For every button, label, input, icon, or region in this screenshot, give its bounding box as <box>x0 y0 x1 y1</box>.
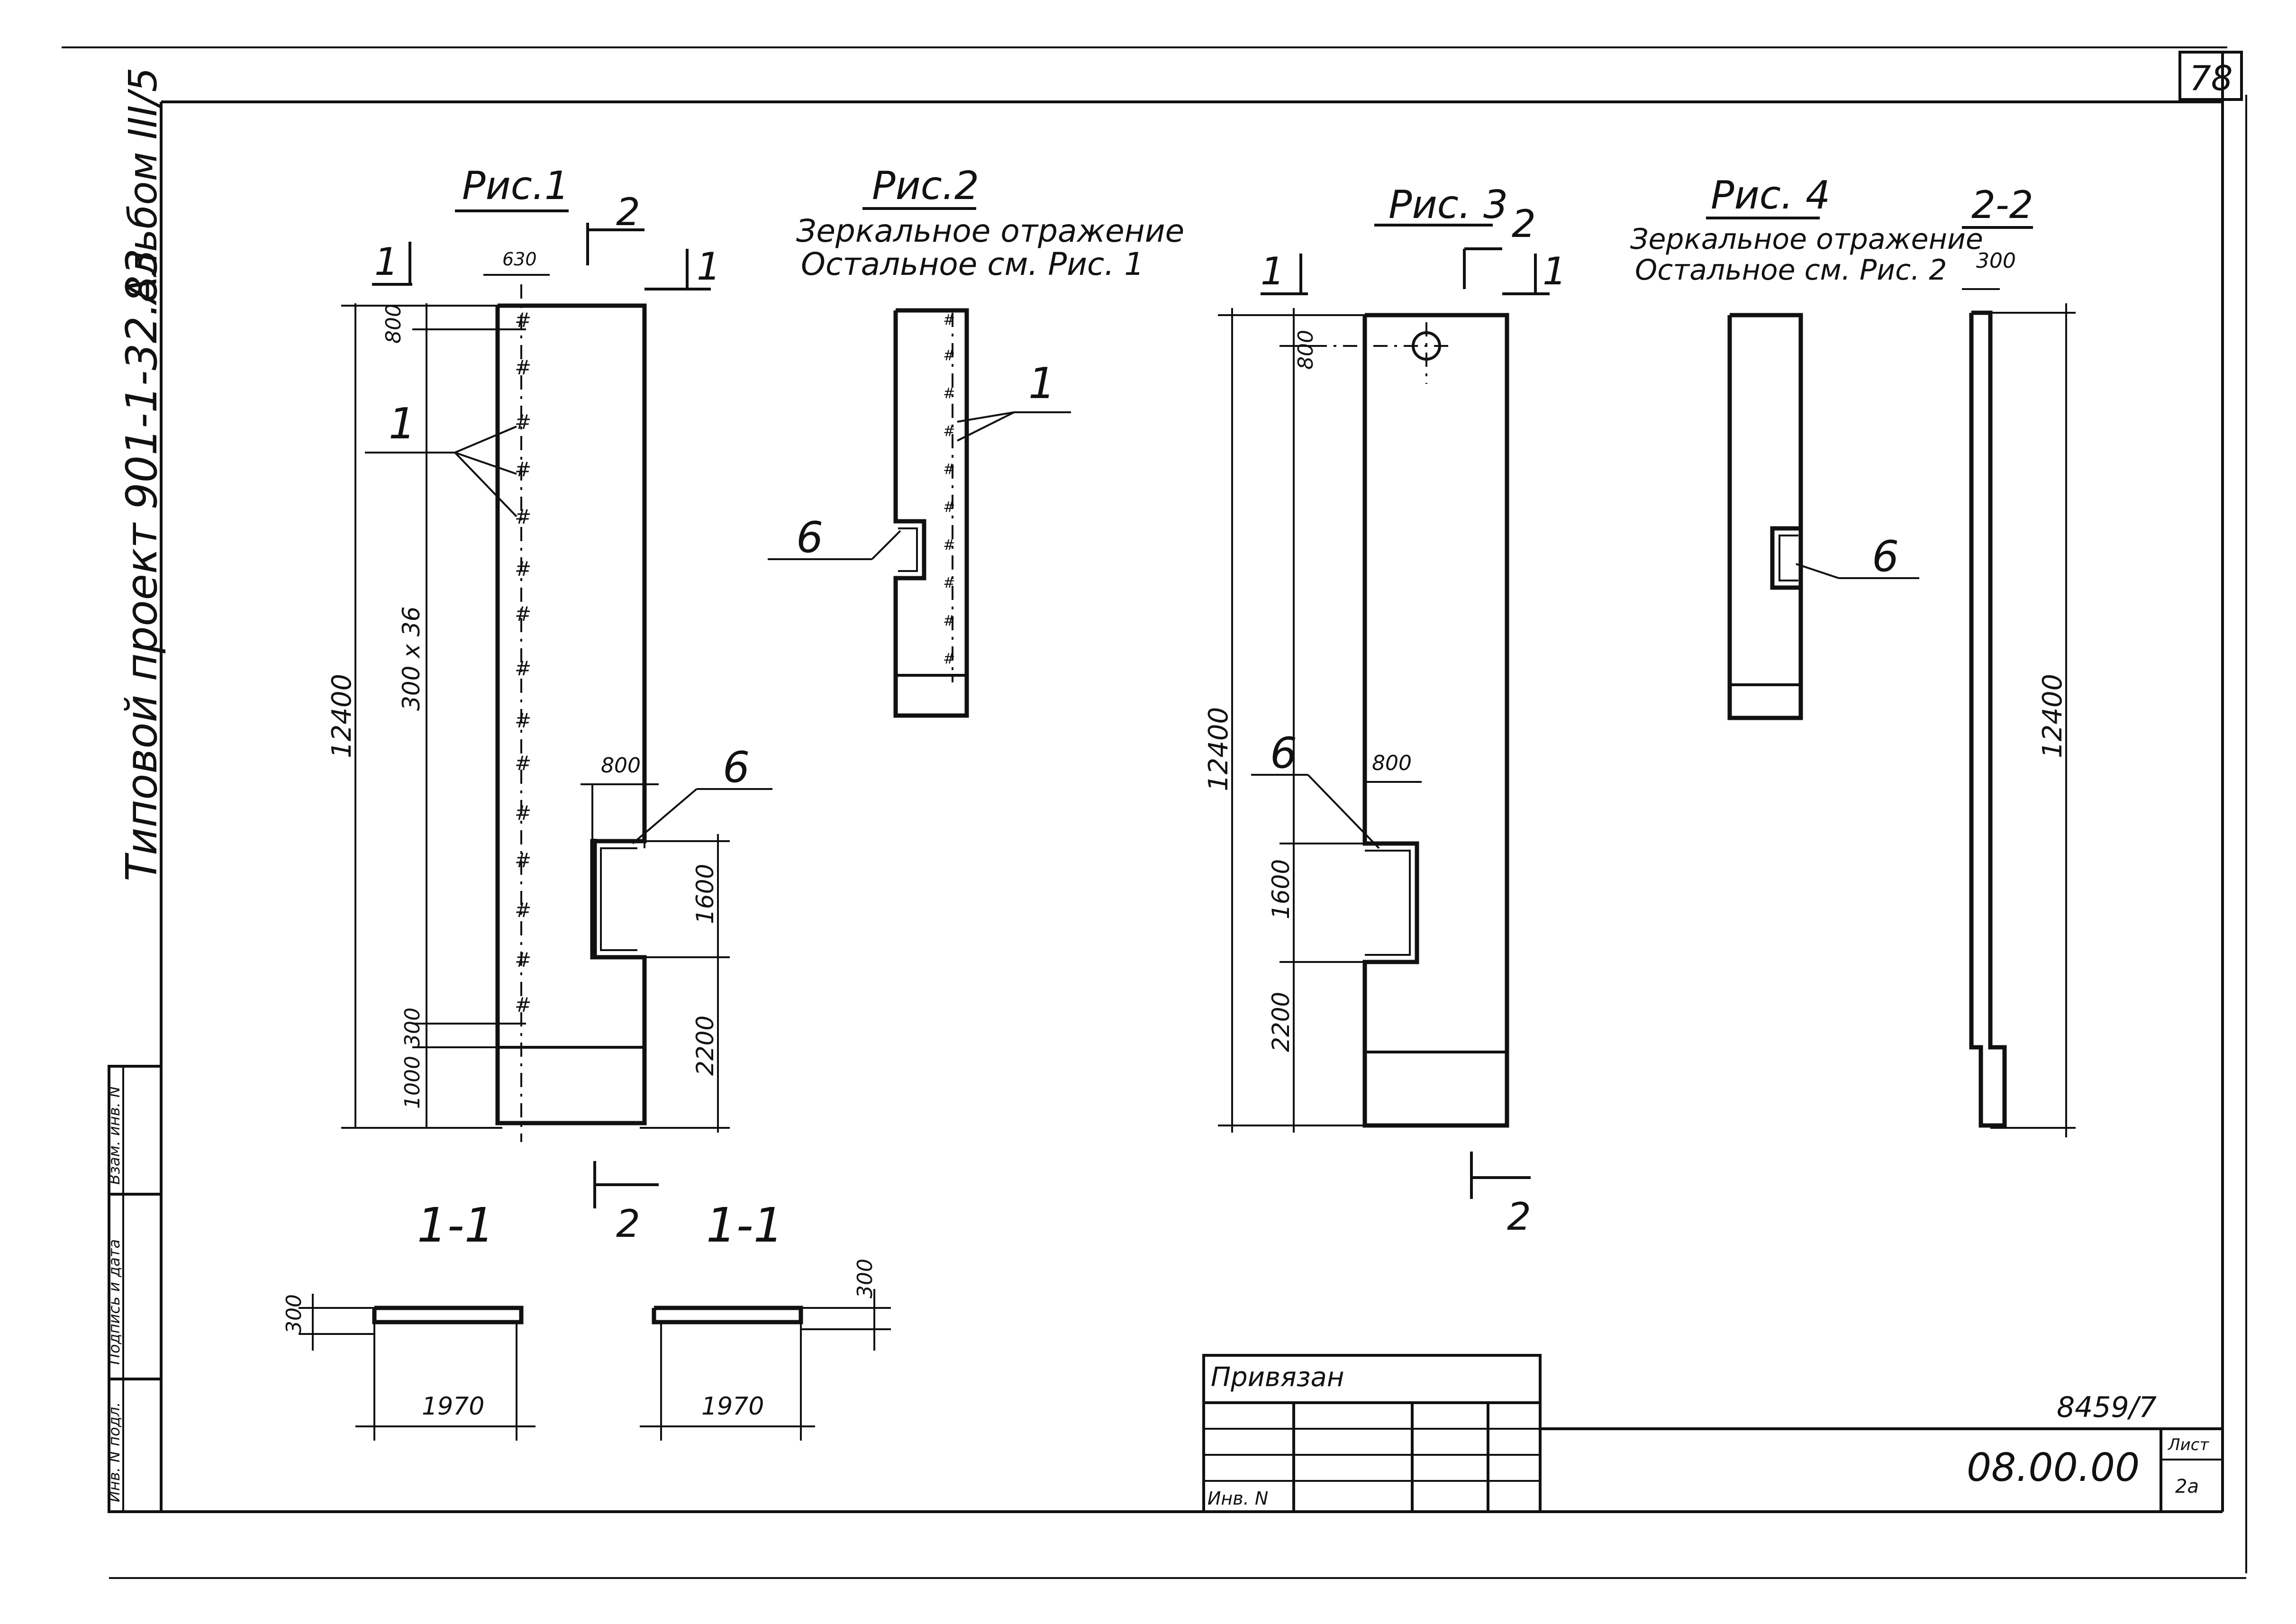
section22-title: 2-2 <box>1971 183 2033 227</box>
fig4-title: Рис. 4 <box>1711 173 1830 218</box>
fig1-dim-300: 300 <box>400 1007 425 1047</box>
fig4-note-1: Зеркальное отражение <box>1630 223 1983 256</box>
svg-text:#: # <box>515 849 531 872</box>
svg-text:#: # <box>943 461 955 478</box>
fig1-dim-800b: 800 <box>601 753 641 778</box>
side-stamp-col3: Взам. инв. N <box>105 1086 123 1185</box>
fig1-title: Рис.1 <box>462 163 569 209</box>
svg-text:#: # <box>515 709 531 732</box>
fig3-cut-2-bottom: 2 <box>1507 1195 1531 1239</box>
fig3-dim-1600: 1600 <box>1267 859 1295 919</box>
title-block: Привязан Инв. N 08.00.00 Лист 2а 8459/7 <box>1202 1354 2223 1513</box>
svg-text:#: # <box>943 613 955 629</box>
svg-text:#: # <box>515 898 531 922</box>
fig1-callout-6: 6 <box>723 743 750 792</box>
section-2-2: 2-2 300 12400 <box>1962 183 2076 1137</box>
fig3-callout-6: 6 <box>1270 728 1297 778</box>
section-1-1-a: 1-1 300 1970 <box>282 1198 535 1441</box>
section11b-dim-1970: 1970 <box>701 1392 764 1421</box>
section22-dim-300: 300 <box>1976 249 2016 273</box>
svg-text:#: # <box>943 347 955 364</box>
fig4-note-2: Остальное см. Рис. 2 <box>1635 254 1947 287</box>
fig1-cut-1-right: 1 <box>697 245 721 289</box>
figure-3: Рис. 3 6 800 12400 1600 2200 800 1 1 2 <box>1203 182 1567 1239</box>
fig2-note-2: Остальное см. Рис. 1 <box>801 246 1144 282</box>
fig1-dim-630: 630 <box>502 249 537 270</box>
svg-text:#: # <box>515 752 531 775</box>
svg-text:#: # <box>515 602 531 626</box>
fig3-cut-1-right: 1 <box>1543 249 1567 293</box>
fig1-dim-spacing: 300 х 36 <box>398 607 425 711</box>
project-label: Типовой проект 901-1-32.83 <box>117 248 167 881</box>
fig2-callout-6: 6 <box>796 513 823 563</box>
side-stamp-col2: Подпись и дата <box>105 1239 123 1365</box>
svg-text:#: # <box>515 557 531 581</box>
svg-text:#: # <box>943 499 955 516</box>
anchors-fig2: # # # # # # # # # # <box>943 312 955 667</box>
fig1-cut-1-left: 1 <box>374 240 399 284</box>
fig1-dim-2200: 2200 <box>691 1016 719 1076</box>
fig1-dim-total: 12400 <box>327 674 357 758</box>
section11a-dim-1970: 1970 <box>422 1392 484 1421</box>
fig2-title: Рис.2 <box>872 163 979 209</box>
fig3-cut-1-left: 1 <box>1261 249 1285 293</box>
figure-1: Рис.1 # # # # # # # # # # # # # # # <box>327 163 772 1246</box>
svg-text:#: # <box>515 308 531 332</box>
fig1-dim-1000: 1000 <box>400 1056 425 1109</box>
sheet-number-box: 78 <box>2178 51 2243 101</box>
fig3-cut-2-top: 2 <box>1512 202 1536 246</box>
svg-text:#: # <box>515 410 531 434</box>
svg-text:#: # <box>515 356 531 379</box>
svg-text:#: # <box>515 505 531 528</box>
section11b-dim-300: 300 <box>853 1259 877 1298</box>
fig2-note-1: Зеркальное отражение <box>796 213 1184 249</box>
sheet-number: 78 <box>2189 58 2233 98</box>
svg-text:#: # <box>943 423 955 440</box>
svg-text:#: # <box>515 801 531 825</box>
sheet-label: Лист <box>2167 1435 2209 1454</box>
svg-text:#: # <box>515 657 531 680</box>
section-1-1-b: 1-1 300 1970 <box>640 1198 891 1441</box>
svg-text:#: # <box>943 651 955 667</box>
doc-code: 08.00.00 <box>1967 1445 2140 1490</box>
sheet-value: 2а <box>2175 1476 2199 1497</box>
fig3-dim-800b: 800 <box>1372 751 1412 775</box>
fig3-dim-2200: 2200 <box>1267 992 1295 1052</box>
bound-label: Привязан <box>1211 1362 1344 1393</box>
anchors-fig1: # # # # # # # # # # # # # # # <box>515 308 531 1016</box>
fig4-callout-6: 6 <box>1872 532 1899 581</box>
section11b-title: 1-1 <box>706 1198 783 1253</box>
section11a-dim-300: 300 <box>282 1294 306 1334</box>
svg-text:#: # <box>943 312 955 328</box>
svg-text:#: # <box>943 537 955 553</box>
svg-text:#: # <box>515 993 531 1016</box>
fig1-cut-2-bottom: 2 <box>616 1202 640 1246</box>
fig3-dim-total: 12400 <box>1203 707 1234 791</box>
svg-text:#: # <box>515 948 531 971</box>
svg-text:#: # <box>943 575 955 591</box>
album-label: Альбом III/5 <box>121 67 166 306</box>
fig1-dim-1600: 1600 <box>691 864 719 924</box>
figure-2: Рис.2 Зеркальное отражение Остальное см.… <box>768 163 1184 718</box>
side-stamp: Инв. N подл. Подпись и дата Взам. инв. N <box>105 1065 163 1513</box>
svg-text:#: # <box>515 458 531 481</box>
fig1-cut-2-top: 2 <box>616 190 640 234</box>
fig1-dim-800: 800 <box>381 304 406 344</box>
section11a-title: 1-1 <box>417 1198 494 1253</box>
side-stamp-col1: Инв. N подл. <box>105 1402 123 1502</box>
fig3-dim-800: 800 <box>1294 330 1318 370</box>
svg-text:#: # <box>943 385 955 402</box>
fig3-title: Рис. 3 <box>1388 182 1508 227</box>
inv-label: Инв. N <box>1207 1488 1268 1509</box>
drawing-frame <box>62 46 2247 1579</box>
section22-dim-total: 12400 <box>2037 674 2068 758</box>
fig2-callout-1: 1 <box>1028 359 1055 408</box>
doc-number: 8459/7 <box>2057 1391 2157 1424</box>
figure-4: Рис. 4 Зеркальное отражение Остальное см… <box>1630 173 1983 720</box>
fig1-callout-1: 1 <box>389 399 416 449</box>
